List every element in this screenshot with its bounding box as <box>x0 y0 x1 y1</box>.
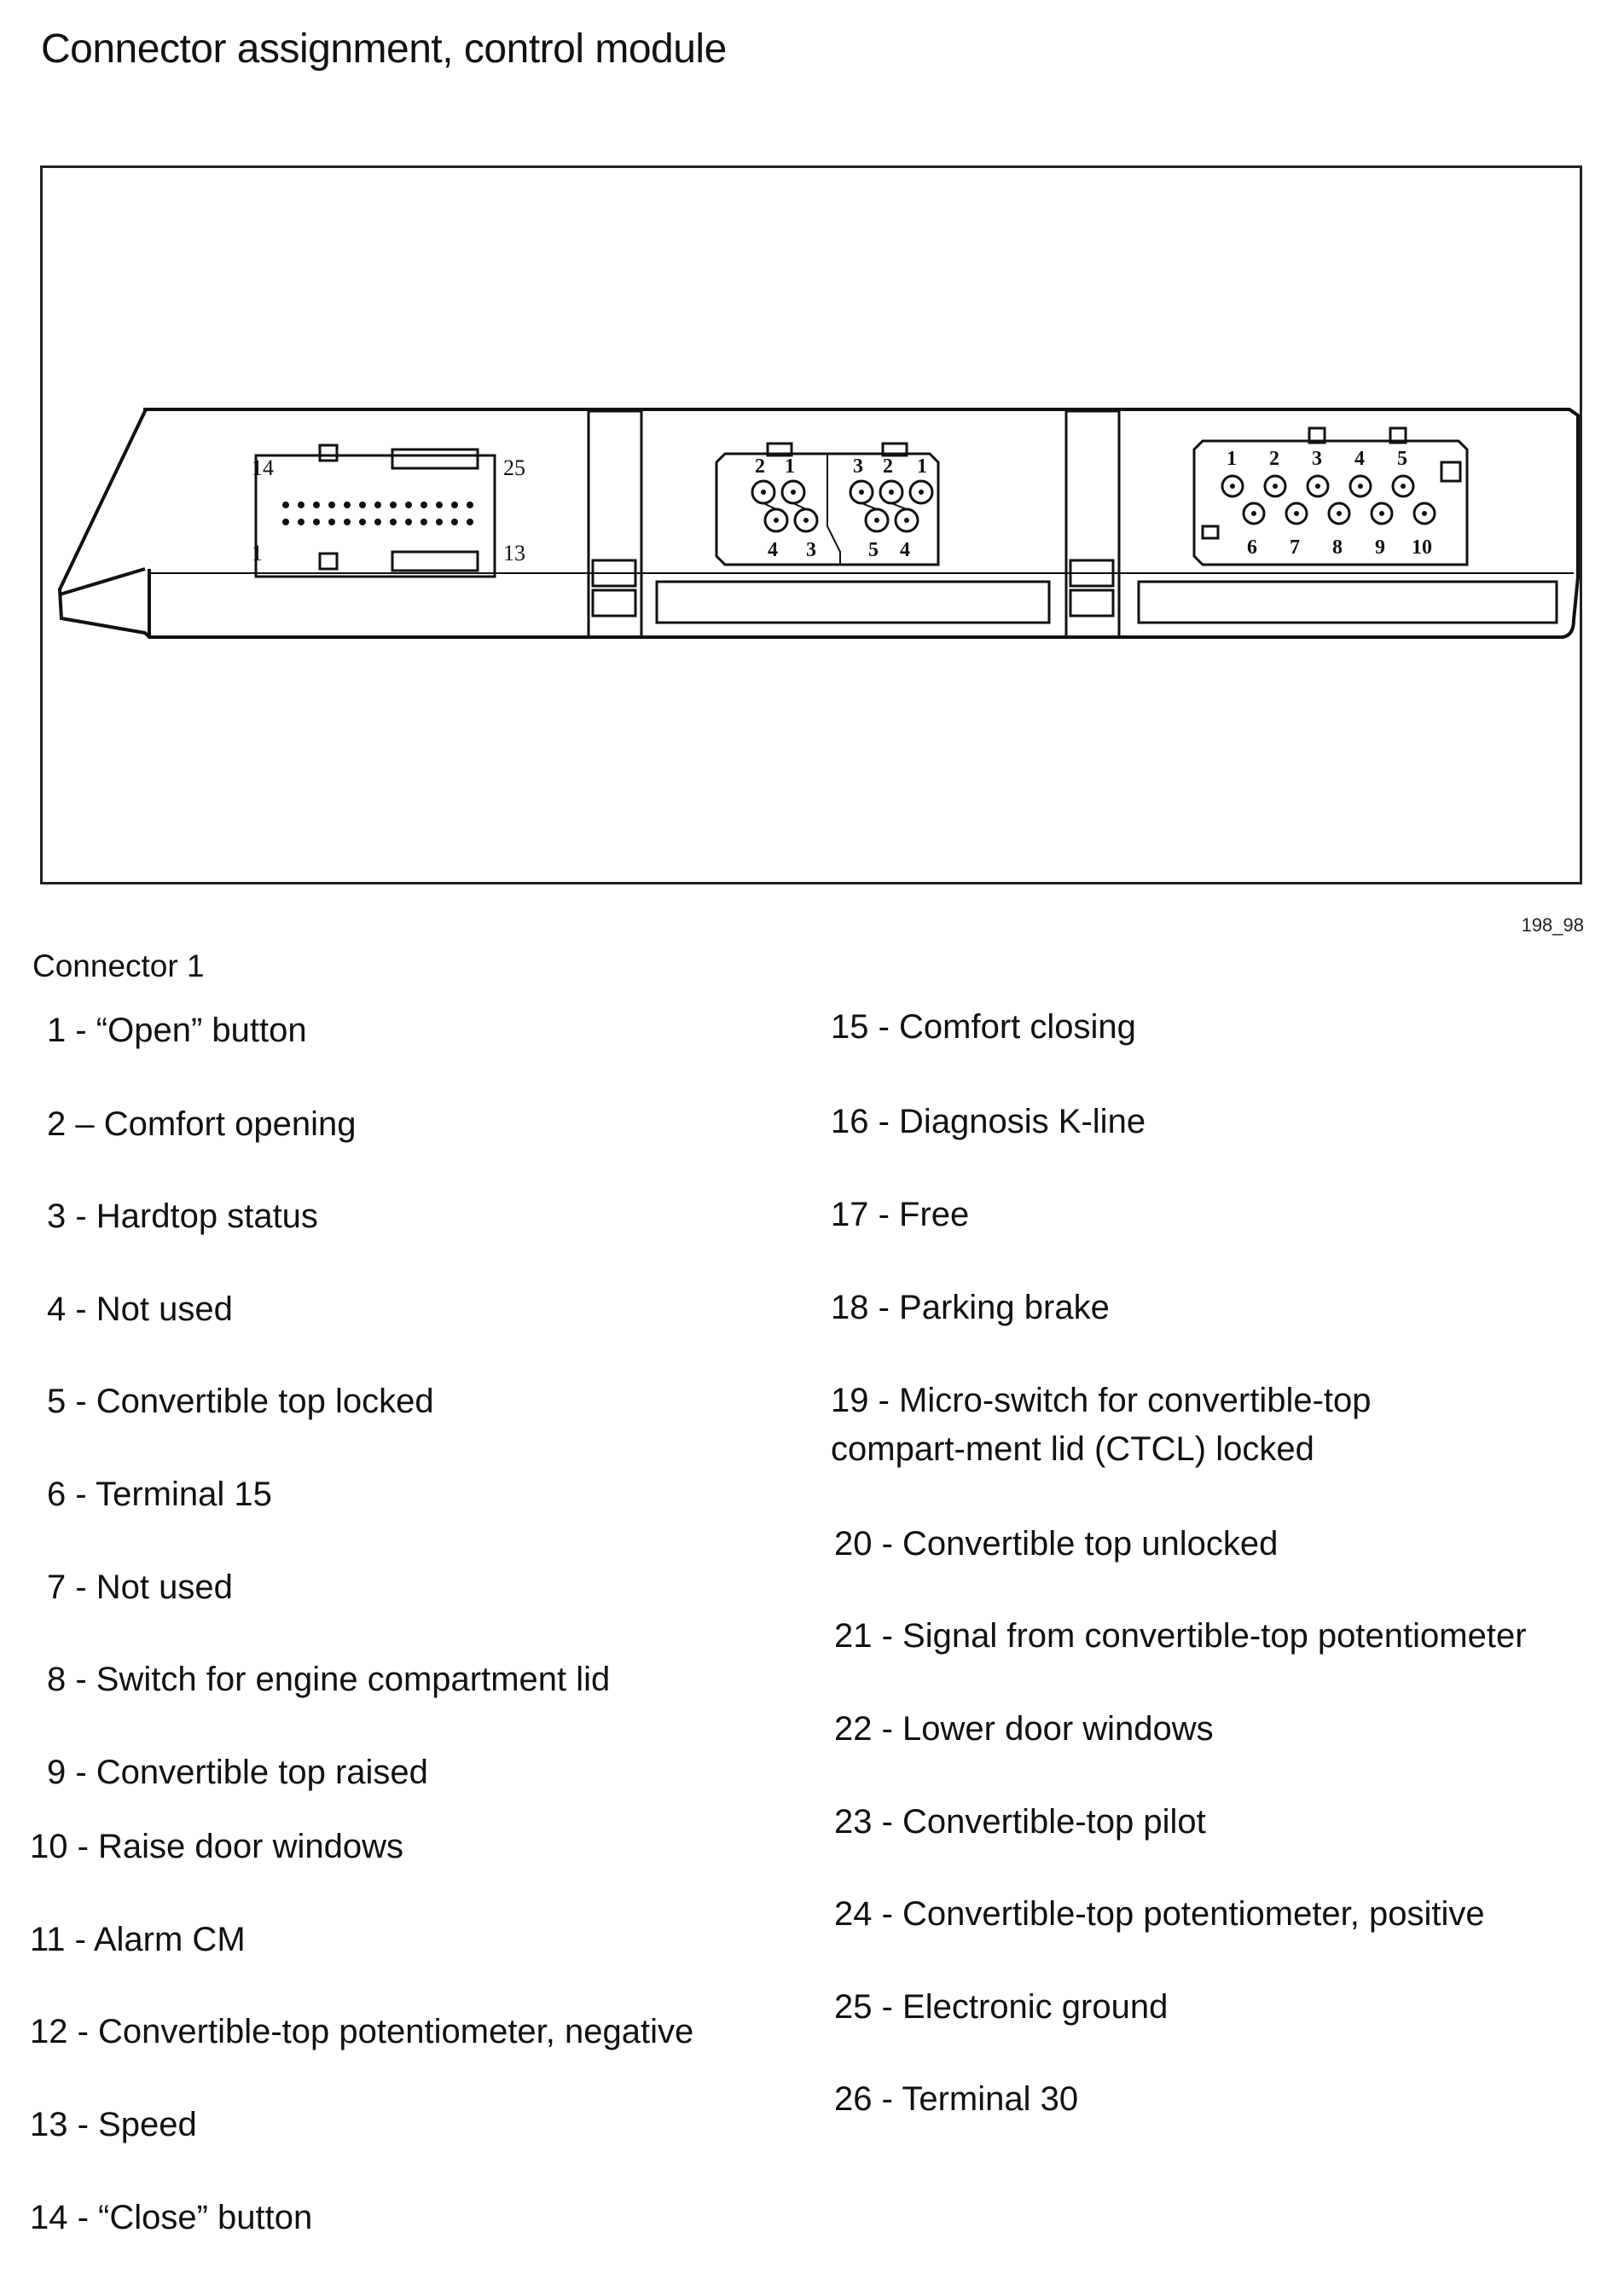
connector-a-label-bottom-right: 13 <box>503 541 525 565</box>
connector-c-key-left <box>1308 426 1326 444</box>
pin-item: 11 - Alarm CM <box>30 1921 246 1958</box>
separator-2-latch <box>1069 559 1115 588</box>
pin-item: 12 - Convertible-top potentiometer, nega… <box>30 2013 694 2050</box>
connector-c-label: 1 <box>1227 448 1237 470</box>
separators <box>587 409 1558 639</box>
pin-item: 5 - Convertible top locked <box>47 1383 434 1420</box>
connector-c-label: 10 <box>1412 536 1432 559</box>
connector-b-label: 1 <box>785 455 795 478</box>
pin-item: 15 - Comfort closing <box>831 1008 1136 1046</box>
pin-item: 26 - Terminal 30 <box>834 2080 1079 2118</box>
connector-a-label-bottom: 1 <box>252 541 263 565</box>
separator-2-latch-lower <box>1069 589 1115 618</box>
connector-c-label: 8 <box>1332 536 1343 559</box>
page-title: Connector assignment, control module <box>41 26 727 72</box>
connector-a-label-top-right: 25 <box>503 455 525 480</box>
connector-b-label: 4 <box>768 539 778 561</box>
connector-b-pin-dots <box>761 490 924 523</box>
module-outline <box>57 408 1580 639</box>
figure-id: 198_98 <box>1521 914 1584 936</box>
pin-item: 19 - Micro-switch for convertible-top co… <box>831 1382 1372 1468</box>
connector-b-label: 2 <box>883 455 893 478</box>
separator-1-latch-lower <box>591 589 637 618</box>
connector-b-label: 5 <box>868 539 879 561</box>
connector-b-label: 3 <box>853 455 863 478</box>
connector-b-body <box>715 452 940 566</box>
pin-item: 24 - Convertible-top potentiometer, posi… <box>834 1895 1485 1933</box>
connector-b-divider <box>826 454 841 565</box>
connector-a-label-top: 14 <box>252 455 274 480</box>
separator-2 <box>1064 409 1121 639</box>
connector-a-body <box>254 454 496 578</box>
module-flange-line <box>59 567 146 596</box>
connector-c <box>1192 426 1469 566</box>
connector-c-pins <box>1221 474 1436 525</box>
connector-b-label: 2 <box>755 455 765 478</box>
separator-1-latch <box>591 559 637 588</box>
connector-c-pin-dots <box>1230 484 1427 516</box>
connector-a-key-top <box>318 444 339 462</box>
connector-c-label: 6 <box>1247 536 1257 559</box>
pin-item: 6 - Terminal 15 <box>47 1476 272 1513</box>
connector-c-label: 4 <box>1354 448 1365 470</box>
pin-item: 9 - Convertible top raised <box>47 1754 428 1791</box>
pin-item: 14 - “Close” button <box>30 2199 313 2236</box>
pin-item: 18 - Parking brake <box>831 1289 1110 1326</box>
connector-a-latch-top <box>391 448 479 470</box>
pin-item: 23 - Convertible-top pilot <box>834 1803 1206 1841</box>
connector-c-labels: 1 2 3 4 5 6 7 8 9 10 <box>1227 448 1432 559</box>
pin-item: 10 - Raise door windows <box>30 1828 403 1865</box>
connector-a-pins <box>282 502 473 525</box>
connector-a-latch-bottom <box>391 550 479 572</box>
connector-b-labels: 2 1 4 3 3 2 1 5 4 <box>755 455 927 561</box>
connector-heading: Connector 1 <box>32 948 205 983</box>
connector-c-notch <box>1440 461 1462 483</box>
pin-item: 25 - Electronic ground <box>834 1988 1169 2026</box>
connector-b-label: 4 <box>900 539 910 561</box>
connector-a-labels: 14 1 25 13 <box>252 455 525 565</box>
pin-item: 3 - Hardtop status <box>47 1197 318 1235</box>
connector-b-label: 1 <box>917 455 927 478</box>
pin-item: 20 - Convertible top unlocked <box>834 1525 1279 1563</box>
connector-c-label: 9 <box>1375 536 1385 559</box>
connector-b-left-pins <box>751 479 819 533</box>
pin-item: 17 - Free <box>831 1196 970 1233</box>
module-housing <box>57 408 1580 639</box>
pin-item: 21 - Signal from convertible-top potenti… <box>834 1617 1527 1655</box>
connector-a-key-bottom <box>318 552 339 571</box>
pin-item: 8 - Switch for engine compartment lid <box>47 1661 611 1698</box>
connector-b <box>715 442 940 566</box>
connector-c-label: 7 <box>1290 536 1300 559</box>
pin-item: 4 - Not used <box>47 1290 233 1328</box>
connector-c-notch-left <box>1201 525 1220 540</box>
connector-c-label: 5 <box>1397 448 1407 470</box>
pin-item: 22 - Lower door windows <box>834 1710 1214 1748</box>
connector-c-body <box>1192 439 1469 566</box>
connector-b-right-pins <box>849 479 934 533</box>
control-module-diagram: 14 1 25 13 <box>57 408 1580 639</box>
pin-item: 16 - Diagnosis K-line <box>831 1103 1146 1140</box>
connector-b-key-right <box>881 442 908 457</box>
connector-a <box>254 444 496 578</box>
connector-c-rail <box>1137 580 1558 624</box>
pin-item: 13 - Speed <box>30 2106 197 2143</box>
pin-item: 2 – Comfort opening <box>47 1105 357 1143</box>
pin-item: 7 - Not used <box>47 1569 233 1606</box>
connector-c-key-right <box>1389 426 1407 444</box>
connector-c-label: 3 <box>1312 448 1322 470</box>
separator-1 <box>587 409 643 639</box>
pin-item: 1 - “Open” button <box>47 1012 307 1049</box>
connector-c-label: 2 <box>1269 448 1279 470</box>
connector-b-key-left <box>766 442 793 457</box>
connector-diagram-frame: 14 1 25 13 <box>40 165 1582 884</box>
connector-b-label: 3 <box>806 539 816 561</box>
connector-b-rail <box>655 580 1051 624</box>
